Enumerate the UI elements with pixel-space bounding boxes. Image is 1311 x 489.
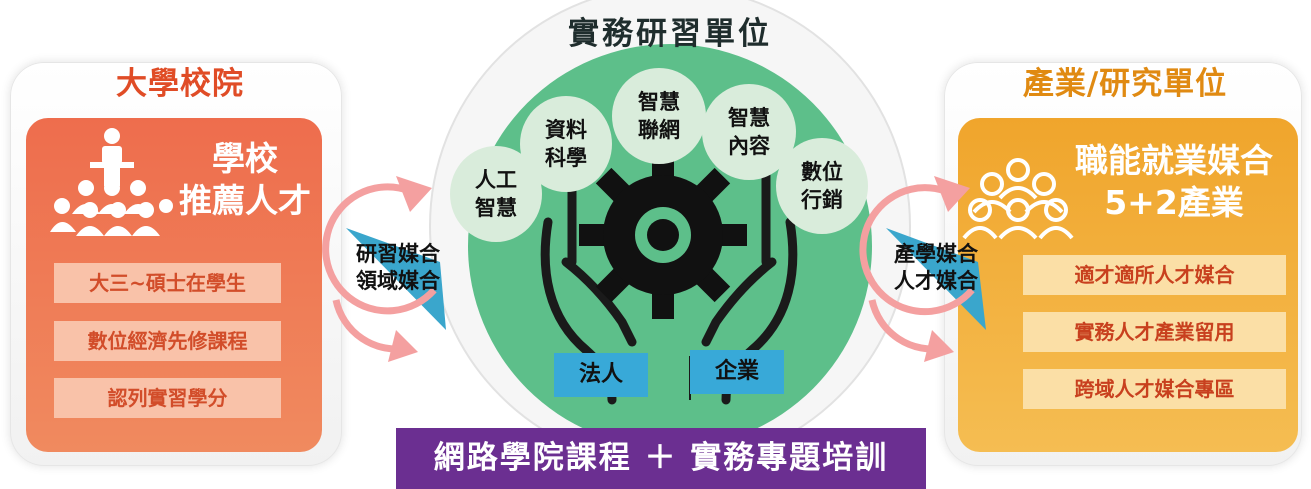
right-cycle-arrow-icon	[859, 176, 986, 362]
right-link-label: 產學媒合 人才媒合	[894, 242, 978, 293]
left-item-2: 數位經濟先修課程	[54, 321, 281, 361]
left-heading: 學校 推薦人才	[179, 139, 311, 220]
right-heading: 職能就業媒合 5+2產業	[1075, 141, 1273, 222]
tag-enterprise: 企業	[690, 350, 784, 394]
center-title: 實務研習單位	[568, 16, 772, 52]
bubble-iot-label: 智慧 聯網	[638, 90, 680, 142]
bubble-data-science-label: 資料 科學	[545, 118, 587, 170]
left-link-label: 研習媒合 領域媒合	[356, 242, 440, 293]
right-item-2: 實務人才產業留用	[1023, 312, 1286, 352]
tag-legal-entity: 法人	[554, 353, 648, 397]
left-item-3: 認列實習學分	[54, 378, 281, 418]
bubble-marketing: 數位 行銷	[776, 138, 868, 234]
left-item-1: 大三~碩士在學生	[54, 263, 281, 303]
bubble-content-label: 智慧 內容	[728, 106, 770, 158]
bottom-banner: 網路學院課程 ＋ 實務專題培訓	[396, 428, 926, 489]
right-item-3: 跨域人才媒合專區	[1023, 369, 1286, 409]
left-cycle-arrow-icon	[322, 176, 446, 362]
crowd-icon	[962, 158, 1074, 240]
right-title: 產業/研究單位	[1022, 66, 1228, 102]
bubble-iot: 智慧 聯網	[612, 68, 706, 164]
left-title: 大學校院	[116, 66, 244, 102]
teacher-audience-icon	[50, 128, 173, 236]
bubble-ai-label: 人工 智慧	[475, 168, 517, 220]
bubble-marketing-label: 數位 行銷	[801, 160, 843, 212]
bubble-data-science: 資料 科學	[520, 96, 612, 192]
right-item-1: 適才適所人才媒合	[1023, 255, 1286, 295]
